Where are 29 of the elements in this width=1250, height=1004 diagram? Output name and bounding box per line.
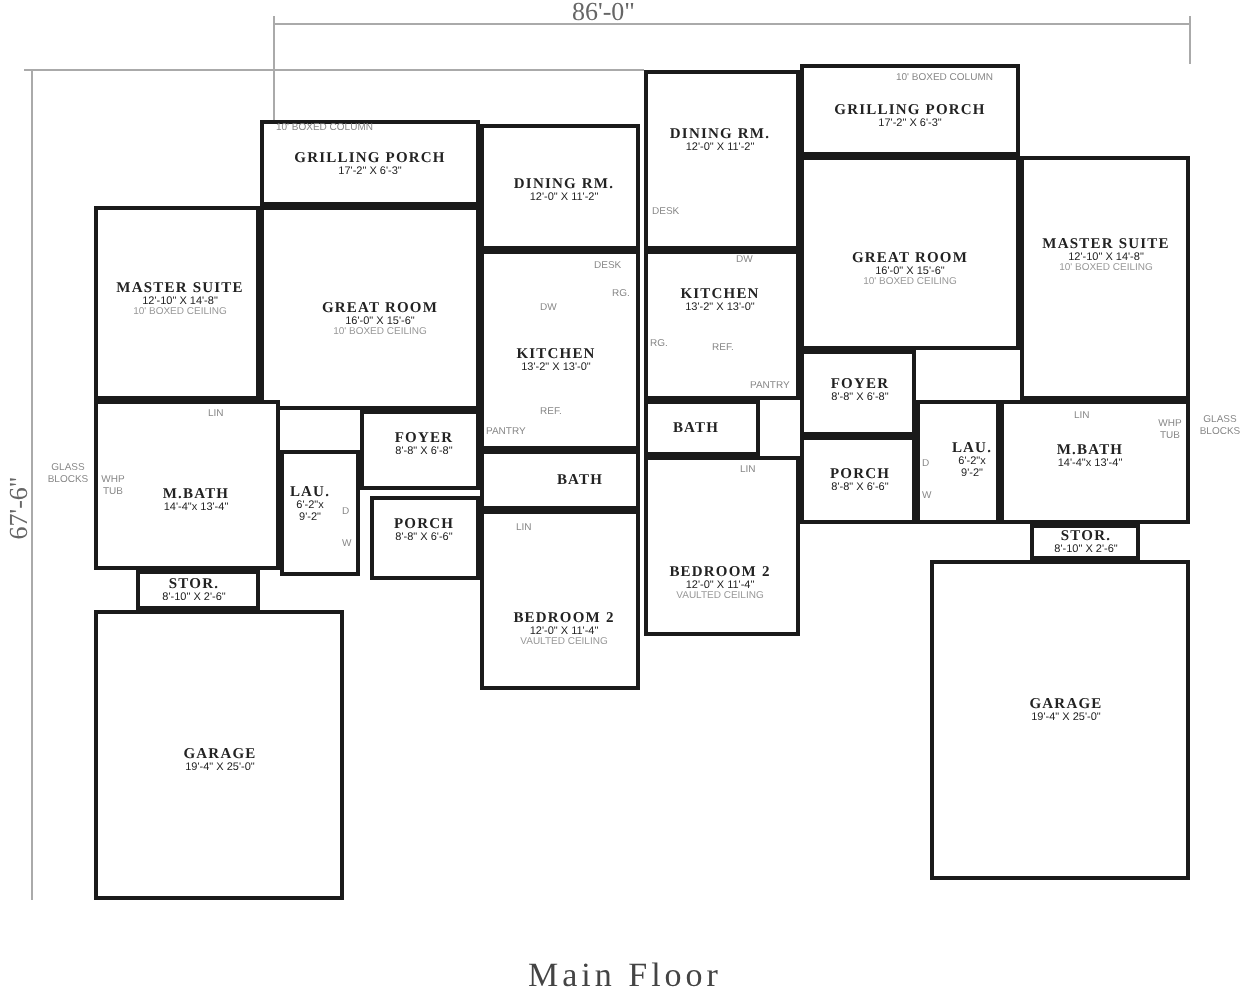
- room-outline: [800, 64, 1020, 156]
- room-outline: [644, 456, 800, 636]
- room-outline: [916, 400, 1000, 524]
- caption: Main Floor: [526, 956, 724, 996]
- room-outline: [136, 570, 260, 610]
- room-outline: [1000, 400, 1190, 524]
- room-outline: [280, 450, 360, 576]
- room-outline: [800, 350, 916, 436]
- room-outline: [480, 250, 640, 450]
- room-outline: [480, 510, 640, 690]
- room-outline: [260, 206, 480, 410]
- room-outline: [360, 410, 480, 490]
- room-outline: [800, 436, 916, 524]
- room-outline: [1030, 524, 1140, 560]
- dimension-text: 86'-0": [572, 0, 635, 28]
- room-outline: [644, 400, 760, 456]
- room-outline: [800, 156, 1020, 350]
- room-outline: [644, 250, 800, 400]
- room-outline: [1020, 156, 1190, 400]
- room-outline: [260, 120, 480, 206]
- room-outline: [480, 124, 640, 250]
- room-outline: [480, 450, 640, 510]
- room-outline: [370, 496, 480, 580]
- dimension-text: 67'-6": [3, 476, 36, 540]
- room-outline: [94, 400, 280, 570]
- room-outline: [94, 206, 260, 400]
- room-outline: [94, 610, 344, 900]
- room-outline: [930, 560, 1190, 880]
- room-outline: [644, 70, 800, 250]
